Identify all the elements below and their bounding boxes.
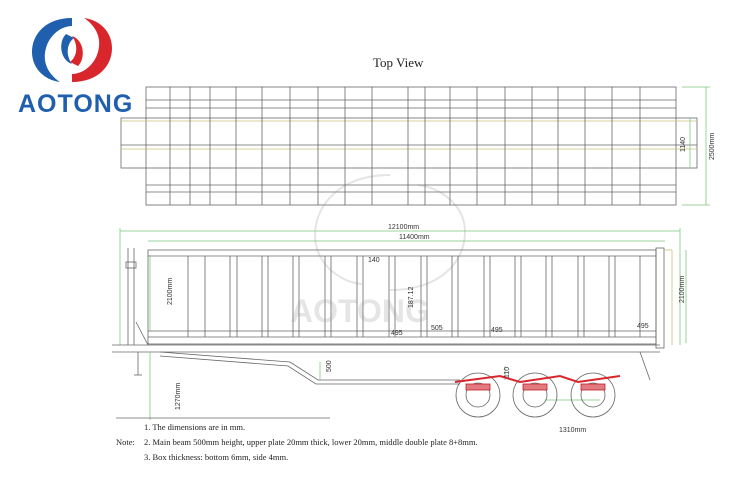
watermark-text: AOTONG (290, 293, 430, 329)
side-view (112, 228, 687, 420)
dim-front-height: 2100mm (167, 278, 174, 305)
dim-post-tag: 187.12 (408, 286, 415, 308)
note-3: 3. Box thickness: bottom 6mm, side 4mm. (144, 452, 289, 462)
dim-post-spacing-b: 505 (431, 325, 443, 332)
aotong-logo-mark (32, 18, 112, 82)
note-label: Note: (116, 437, 135, 447)
dim-top-rail: 140 (368, 257, 380, 264)
dim-axle-spacing: 1310mm (559, 427, 586, 434)
dim-post-spacing-c: 495 (491, 327, 503, 334)
top-view (120, 86, 710, 206)
dim-box-length: 11400mm (399, 234, 430, 241)
diagram-title: Top View (373, 55, 424, 70)
watermark (313, 174, 467, 291)
dim-rear-height: 2100mm (679, 276, 686, 303)
dim-post-spacing-d: 495 (637, 323, 649, 330)
dim-overall-length: 12100mm (388, 224, 419, 231)
dim-axle-drop: 110 (504, 367, 511, 378)
dim-top-width-outer: 2500mm (709, 133, 716, 160)
brand-name: AOTONG (18, 90, 134, 118)
dim-beam-height: 500 (326, 360, 333, 372)
note-2: 2. Main beam 500mm height, upper plate 2… (144, 437, 478, 447)
dim-coupling-height: 1270mm (175, 383, 182, 410)
note-1: 1. The dimensions are in mm. (144, 422, 246, 432)
dim-top-width-inner: 1140 (680, 137, 687, 152)
axles (454, 372, 621, 418)
dim-post-spacing-a: 495 (391, 330, 403, 337)
